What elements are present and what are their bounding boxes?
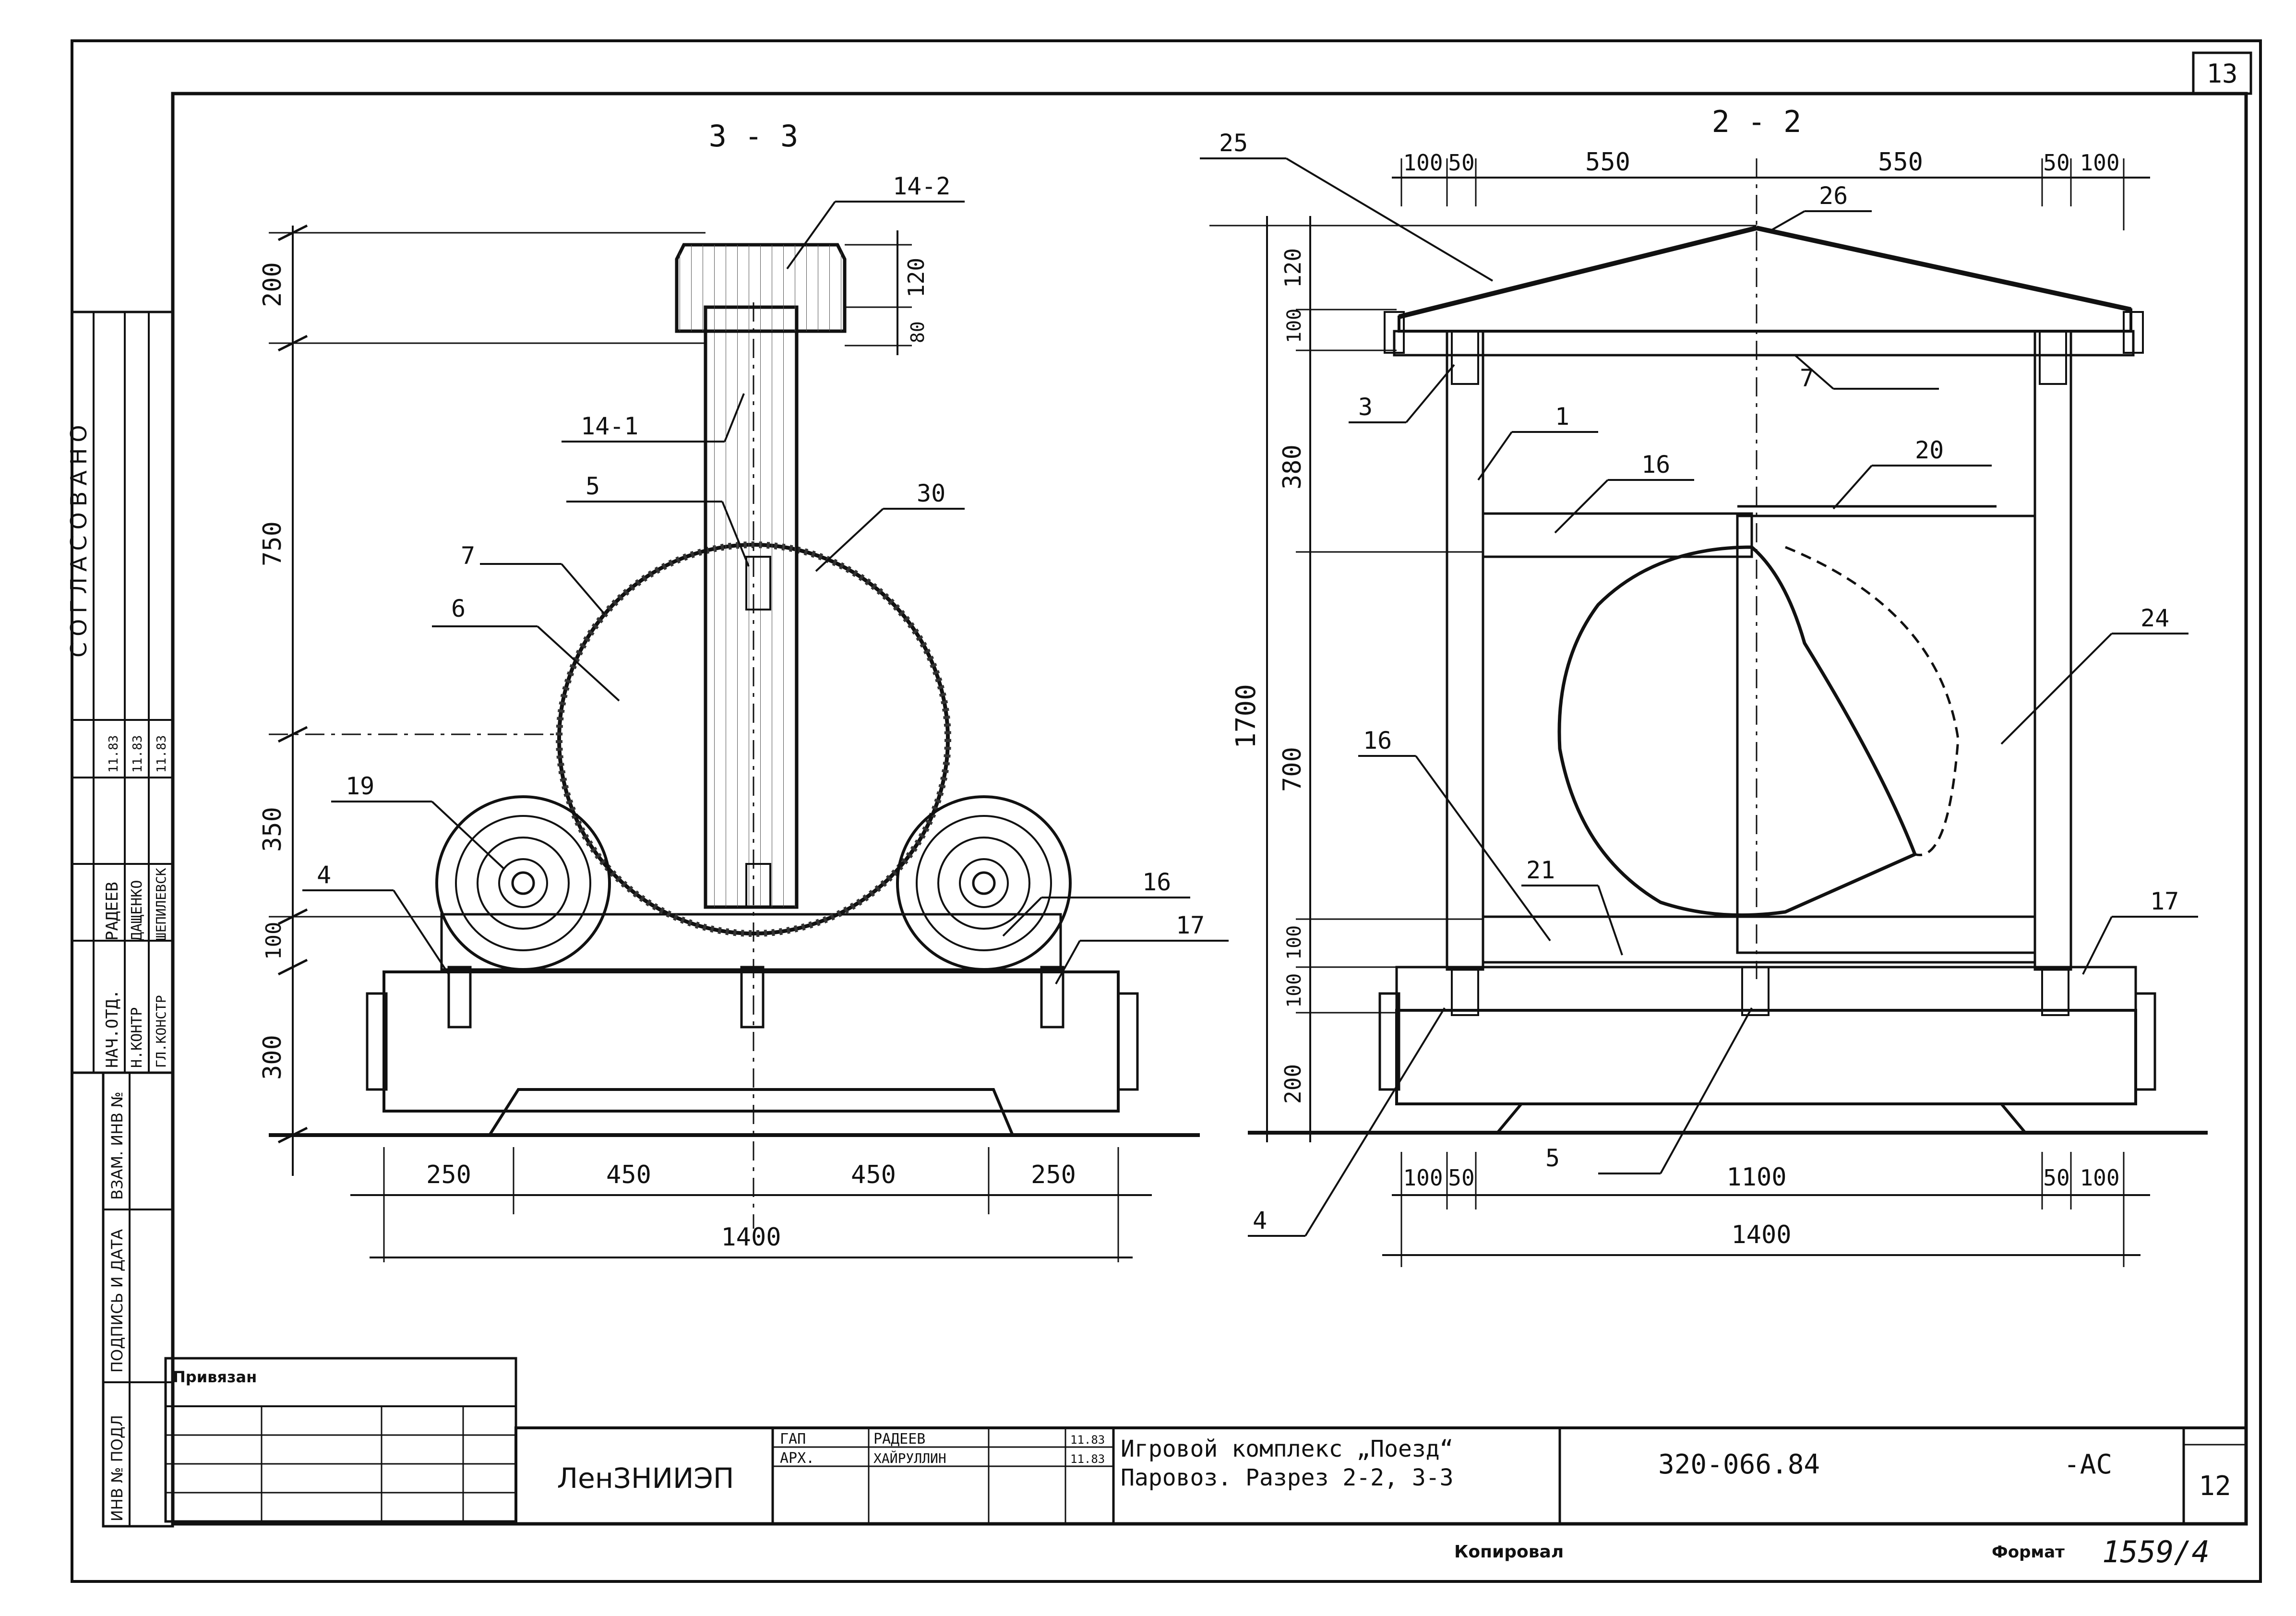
sheet-in-block: 12	[2199, 1471, 2231, 1502]
side-stamp: СОГЛАСОВАНО НАЧ.ОТД. РАДЕЕВ 11.83 Н.КОНТ…	[66, 311, 174, 1074]
stamp-row-1-name: РАДЕЕВ	[103, 882, 122, 941]
stamp-row-1-role: НАЧ.ОТД.	[103, 989, 122, 1068]
stamp-row-2-role: Н.КОНТР	[129, 1007, 145, 1068]
stamp-row-3-name: ШЕПИЛЕВСК	[153, 868, 169, 941]
dim-3-350: 350	[258, 807, 287, 852]
role-arch: АРХ.	[780, 1450, 814, 1467]
callout-3-16: 16	[1142, 868, 1171, 896]
dim-2-top-550-right: 550	[1878, 148, 1923, 177]
role-gap: ГАП	[780, 1431, 806, 1448]
dim-3-1400: 1400	[721, 1223, 781, 1252]
callout-2-16-top: 16	[1641, 451, 1670, 479]
callout-3-6: 6	[451, 595, 466, 622]
title-line-1: Игровой комплекс „Поезд“	[1121, 1436, 1454, 1462]
dim-2-top-50-right: 50	[2043, 150, 2069, 176]
callout-3-14-2: 14-2	[893, 172, 950, 200]
approved-label: СОГЛАСОВАНО	[66, 419, 92, 658]
dim-3-250-right: 250	[1031, 1161, 1076, 1189]
section-2-2: 2 - 2	[1200, 104, 2208, 1267]
doc-code: 320-066.84	[1658, 1449, 1820, 1480]
role-gap-name: РАДЕЕВ	[873, 1431, 925, 1448]
section-3-3-title: 3 - 3	[709, 119, 799, 154]
section-2-2-title: 2 - 2	[1712, 104, 1802, 139]
callout-3-4: 4	[317, 861, 331, 889]
callout-2-3: 3	[1358, 393, 1373, 421]
stamp-row-2-name: ДАЩЕНКО	[129, 880, 145, 941]
callout-3-30: 30	[917, 479, 945, 507]
callout-2-21: 21	[1526, 856, 1555, 884]
dim-2-top-50-left: 50	[1448, 150, 1474, 176]
dim-2-120: 120	[1280, 248, 1306, 288]
callout-2-16-low: 16	[1363, 727, 1392, 754]
callout-3-17: 17	[1176, 911, 1205, 939]
dim-3-450-right: 450	[851, 1161, 896, 1189]
inner-frame	[171, 92, 2248, 1526]
dim-3-250-left: 250	[426, 1161, 471, 1189]
dim-3-200: 200	[258, 262, 287, 307]
dim-2-1400: 1400	[1731, 1221, 1791, 1249]
dim-2-1700: 1700	[1231, 684, 1262, 749]
dim-3-80: 80	[907, 321, 928, 343]
format-label: Формат	[1992, 1543, 2065, 1562]
dim-3-100: 100	[262, 922, 286, 960]
dim-2-top-550-left: 550	[1585, 148, 1630, 177]
callout-2-24: 24	[2141, 604, 2169, 632]
org-name: ЛенЗНИИЭП	[557, 1462, 734, 1495]
stamp-row-1-date: 11.83	[107, 735, 121, 773]
title-line-2: Паровоз. Разрез 2-2, 3-3	[1121, 1464, 1454, 1491]
side-stamp-lower: ВЗАМ. ИНВ № ПОДПИСЬ И ДАТА ИНВ № ПОДЛ	[102, 1071, 174, 1528]
dim-2-100-top: 100	[1283, 309, 1305, 343]
doc-mark: -АС	[2064, 1449, 2112, 1480]
dim-2-bot-100-right: 100	[2080, 1165, 2119, 1191]
dim-2-bot-1100: 1100	[1726, 1163, 1786, 1192]
label-signature-date: ПОДПИСЬ И ДАТА	[108, 1229, 126, 1373]
bound-table: Привязан	[164, 1357, 517, 1523]
dim-2-380: 380	[1278, 444, 1307, 490]
dim-2-700: 700	[1278, 747, 1307, 792]
label-inv-podl: ИНВ № ПОДЛ	[108, 1415, 126, 1521]
callout-2-1: 1	[1555, 403, 1569, 431]
callout-2-4: 4	[1253, 1207, 1267, 1234]
role-arch-date: 11.83	[1070, 1452, 1105, 1466]
callout-3-19: 19	[346, 772, 374, 800]
dim-3-300: 300	[258, 1035, 287, 1080]
role-arch-name: ХАЙРУЛЛИН	[873, 1450, 946, 1466]
callout-2-7: 7	[1800, 364, 1814, 392]
stamp-row-3-date: 11.83	[155, 735, 169, 773]
wheel-right	[896, 795, 1072, 971]
sheet-number: 13	[2206, 59, 2237, 89]
bound-label: Привязан	[173, 1368, 257, 1386]
outer-frame	[71, 39, 2262, 1583]
dim-2-100-mid: 100	[1283, 925, 1305, 960]
dim-2-bot-100-left: 100	[1403, 1165, 1443, 1191]
dim-2-200: 200	[1280, 1064, 1306, 1104]
callout-2-5: 5	[1545, 1144, 1560, 1172]
stamp-row-3-role: ГЛ.КОНСТР	[153, 995, 169, 1068]
callout-3-14-1: 14-1	[581, 412, 638, 440]
callout-2-20: 20	[1915, 436, 1944, 464]
callout-3-7: 7	[461, 542, 475, 570]
callout-3-5: 5	[586, 472, 600, 500]
copied-label: Копировал	[1454, 1542, 1564, 1562]
stamp-row-2-date: 11.83	[131, 735, 145, 773]
label-vzam-inv: ВЗАМ. ИНВ №	[108, 1091, 126, 1200]
dim-3-750: 750	[258, 521, 287, 566]
callout-2-17: 17	[2150, 887, 2179, 915]
dim-3-450-left: 450	[606, 1161, 651, 1189]
wheel-left	[435, 795, 611, 971]
section-3-3: 3 - 3	[258, 119, 1229, 1262]
dim-2-top-100-left: 100	[1403, 150, 1443, 176]
title-block: ЛенЗНИИЭП ГАП РАДЕЕВ 11.83 АРХ. ХАЙРУЛЛИ…	[514, 1426, 2248, 1525]
dim-2-100-low: 100	[1283, 973, 1305, 1008]
dim-2-bot-50-left: 50	[1448, 1165, 1474, 1191]
callout-2-26: 26	[1819, 182, 1848, 210]
dim-2-bot-50-right: 50	[2043, 1165, 2069, 1191]
dim-2-top-100-right: 100	[2080, 150, 2119, 176]
callout-2-25: 25	[1219, 129, 1248, 157]
role-gap-date: 11.83	[1070, 1433, 1105, 1447]
format-value: 1559/4	[2102, 1534, 2210, 1569]
dim-3-120: 120	[903, 258, 929, 298]
